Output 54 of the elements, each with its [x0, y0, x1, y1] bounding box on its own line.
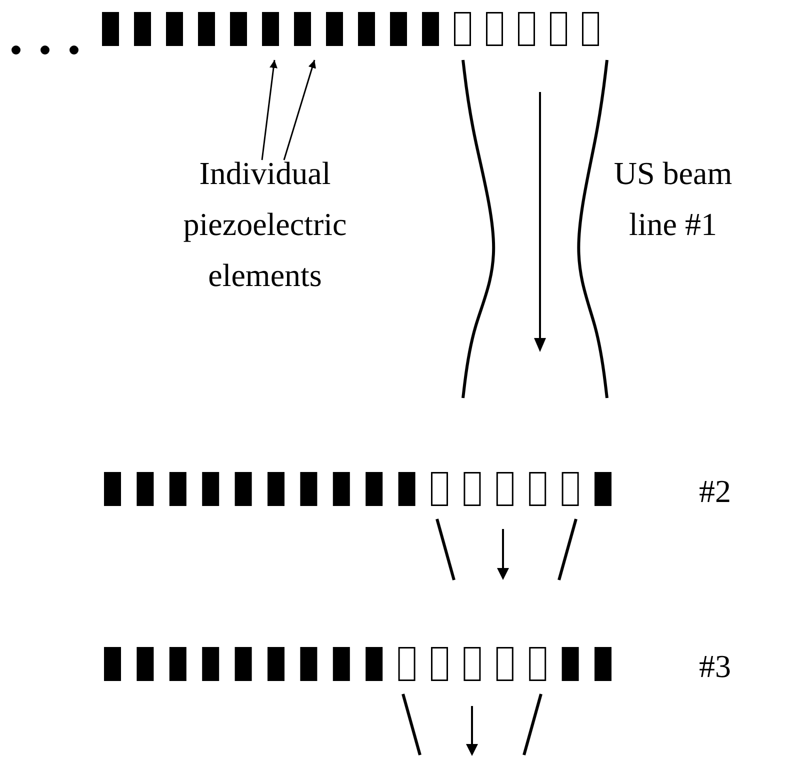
inactive-piezo-element [529, 472, 546, 506]
active-piezo-element [390, 12, 407, 46]
leader-arrow [261, 60, 278, 160]
active-piezo-element [134, 12, 151, 46]
inactive-piezo-element [398, 647, 416, 681]
active-piezo-element [234, 647, 252, 681]
active-piezo-element [230, 12, 247, 46]
active-piezo-element [268, 647, 284, 681]
beam-label: US beam line #1 [612, 154, 734, 244]
active-piezo-element [594, 647, 612, 681]
active-piezo-element [198, 12, 215, 46]
active-piezo-element [422, 12, 439, 46]
active-piezo-element [136, 647, 154, 681]
inactive-piezo-element [431, 647, 448, 681]
active-piezo-element [268, 472, 284, 506]
active-piezo-element [262, 12, 279, 46]
active-piezo-element [202, 647, 220, 681]
leader-arrow [283, 60, 316, 160]
active-piezo-element [166, 12, 183, 46]
active-piezo-element [169, 472, 186, 506]
beam-label: #3 [698, 647, 732, 686]
active-piezo-element [332, 647, 350, 681]
inactive-piezo-element [582, 12, 599, 46]
active-piezo-element [398, 472, 416, 506]
active-piezo-element [102, 12, 119, 46]
inactive-piezo-element [454, 12, 471, 46]
inactive-piezo-element [464, 647, 481, 681]
inactive-piezo-element [431, 472, 448, 506]
active-piezo-element [104, 472, 121, 506]
inactive-piezo-element [496, 647, 514, 681]
active-piezo-element [562, 647, 579, 681]
active-piezo-element [202, 472, 220, 506]
inactive-piezo-element [496, 472, 514, 506]
beam-label: #2 [698, 472, 732, 511]
inactive-piezo-element [464, 472, 481, 506]
active-piezo-element [358, 12, 375, 46]
active-piezo-element [294, 12, 311, 46]
active-piezo-element [332, 472, 350, 506]
active-piezo-element [594, 472, 612, 506]
active-piezo-element [300, 472, 318, 506]
active-piezo-element [136, 472, 154, 506]
active-piezo-element [234, 472, 252, 506]
inactive-piezo-element [486, 12, 503, 46]
active-piezo-element [300, 647, 318, 681]
active-piezo-element [169, 647, 186, 681]
active-piezo-element [366, 647, 383, 681]
active-piezo-element [326, 12, 343, 46]
inactive-piezo-element [529, 647, 546, 681]
callout-text: Individual piezoelectric elements [165, 148, 365, 301]
inactive-piezo-element [562, 472, 579, 506]
inactive-piezo-element [518, 12, 535, 46]
active-piezo-element [104, 647, 121, 681]
active-piezo-element [366, 472, 383, 506]
inactive-piezo-element [550, 12, 567, 46]
